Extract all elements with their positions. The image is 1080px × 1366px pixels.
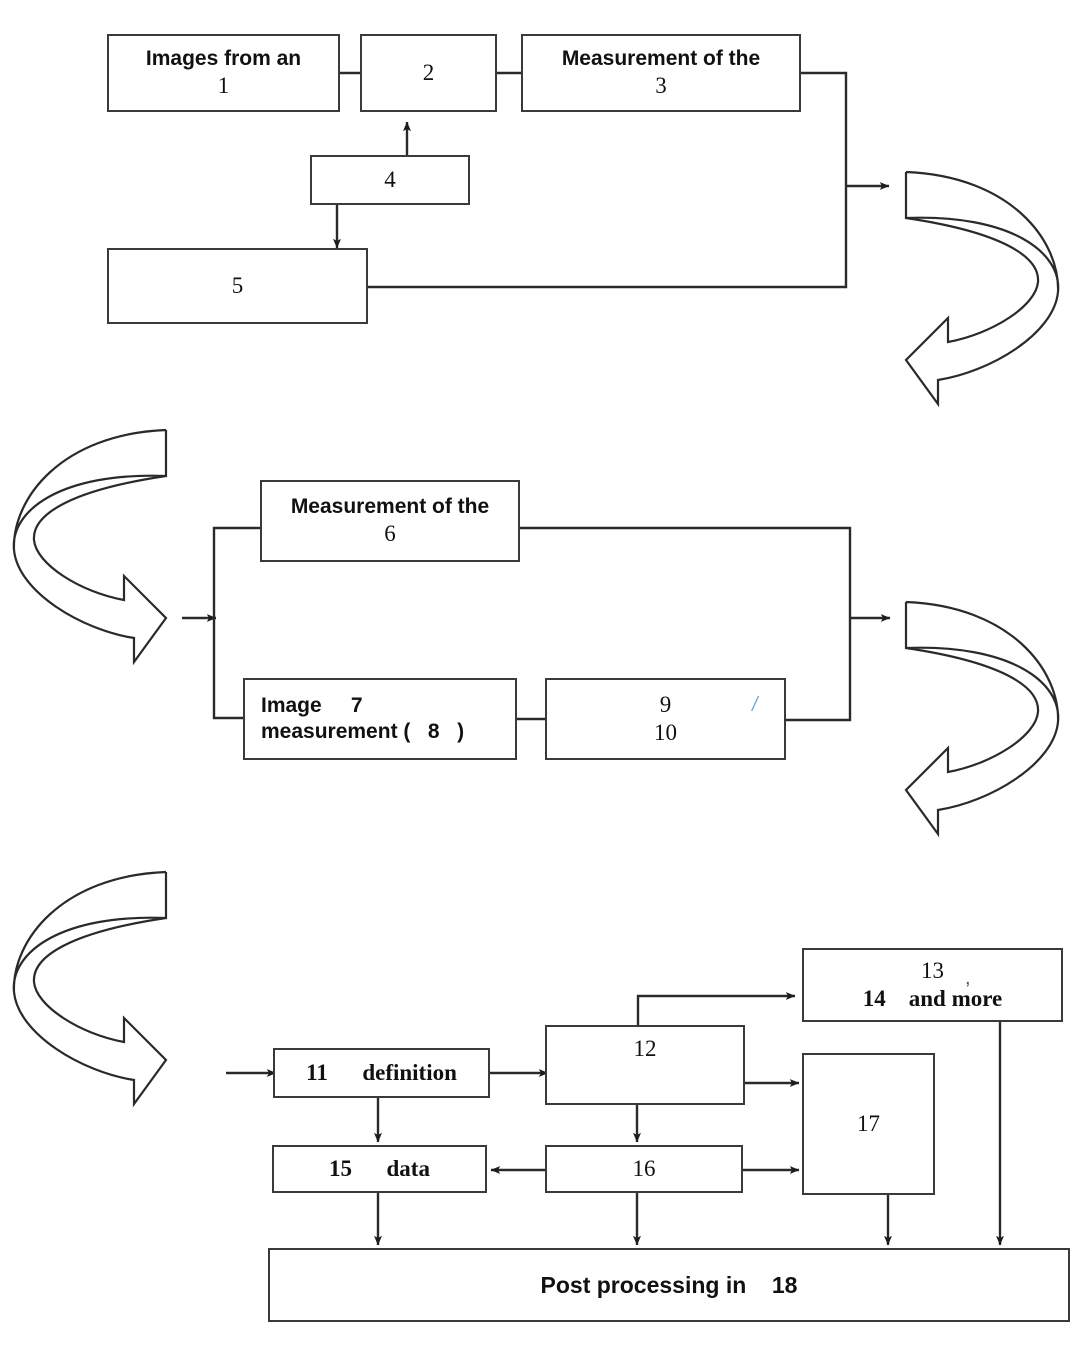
- node-post-processing[interactable]: Post processing in 18: [268, 1248, 1070, 1322]
- node-label-line2: 6: [384, 520, 396, 546]
- node-label-line2: 2: [422, 59, 435, 85]
- node-9-10[interactable]: 9 10: [545, 678, 786, 760]
- node-measurement-of-the-6[interactable]: Measurement of the 6: [260, 480, 520, 562]
- node-label-line2: 17: [857, 1110, 880, 1136]
- slash-mark: /: [752, 694, 758, 716]
- node-2[interactable]: 2: [360, 34, 497, 112]
- node-11-definition[interactable]: 11 definition: [273, 1048, 490, 1098]
- node-label-line2: 10: [654, 720, 677, 745]
- node-label-line1: Measurement of the: [290, 495, 490, 519]
- node-15-data[interactable]: 15 data: [272, 1145, 487, 1193]
- node-label-line2: 4: [384, 166, 396, 192]
- curved-arrow-stage2-in: [12, 428, 168, 666]
- curved-arrow-stage1: [904, 170, 1060, 408]
- node-13-14-and-more[interactable]: 13 14 and more: [802, 948, 1063, 1022]
- curved-arrow-stage3-in: [12, 870, 168, 1108]
- node-label-line2: 15 data: [329, 1155, 430, 1181]
- node-label-line1: Images from an: [145, 47, 302, 71]
- comma-mark: ,: [965, 967, 971, 989]
- node-label-line2: 14 and more: [862, 986, 1003, 1011]
- node-label-line2: Post processing in 18: [540, 1271, 798, 1298]
- node-image-measurement[interactable]: Image 7 measurement ( 8 ): [243, 678, 517, 760]
- node-label-line2: 5: [231, 272, 244, 298]
- node-label-line1: Measurement of the: [561, 47, 761, 71]
- node-label-line1: 13: [921, 957, 944, 983]
- curved-arrow-stage2-out: [904, 600, 1060, 838]
- node-label-line2: 1: [217, 72, 230, 98]
- node-16[interactable]: 16: [545, 1145, 743, 1193]
- node-label-line2: 11 definition: [306, 1059, 457, 1085]
- node-5[interactable]: 5: [107, 248, 368, 324]
- node-label-line2: measurement ( 8 ): [261, 720, 465, 743]
- node-label-line1: 9: [659, 691, 672, 717]
- node-label-line2: 16: [632, 1155, 656, 1181]
- node-17[interactable]: 17: [802, 1053, 935, 1195]
- node-label-line2: 3: [655, 72, 667, 98]
- node-images-from-an[interactable]: Images from an 1: [107, 34, 340, 112]
- node-measurement-of-the-3[interactable]: Measurement of the 3: [521, 34, 801, 112]
- node-label-line2: 12: [633, 1036, 657, 1061]
- node-label-line1: Image 7: [261, 694, 363, 718]
- node-12[interactable]: 12: [545, 1025, 745, 1105]
- node-4[interactable]: 4: [310, 155, 470, 205]
